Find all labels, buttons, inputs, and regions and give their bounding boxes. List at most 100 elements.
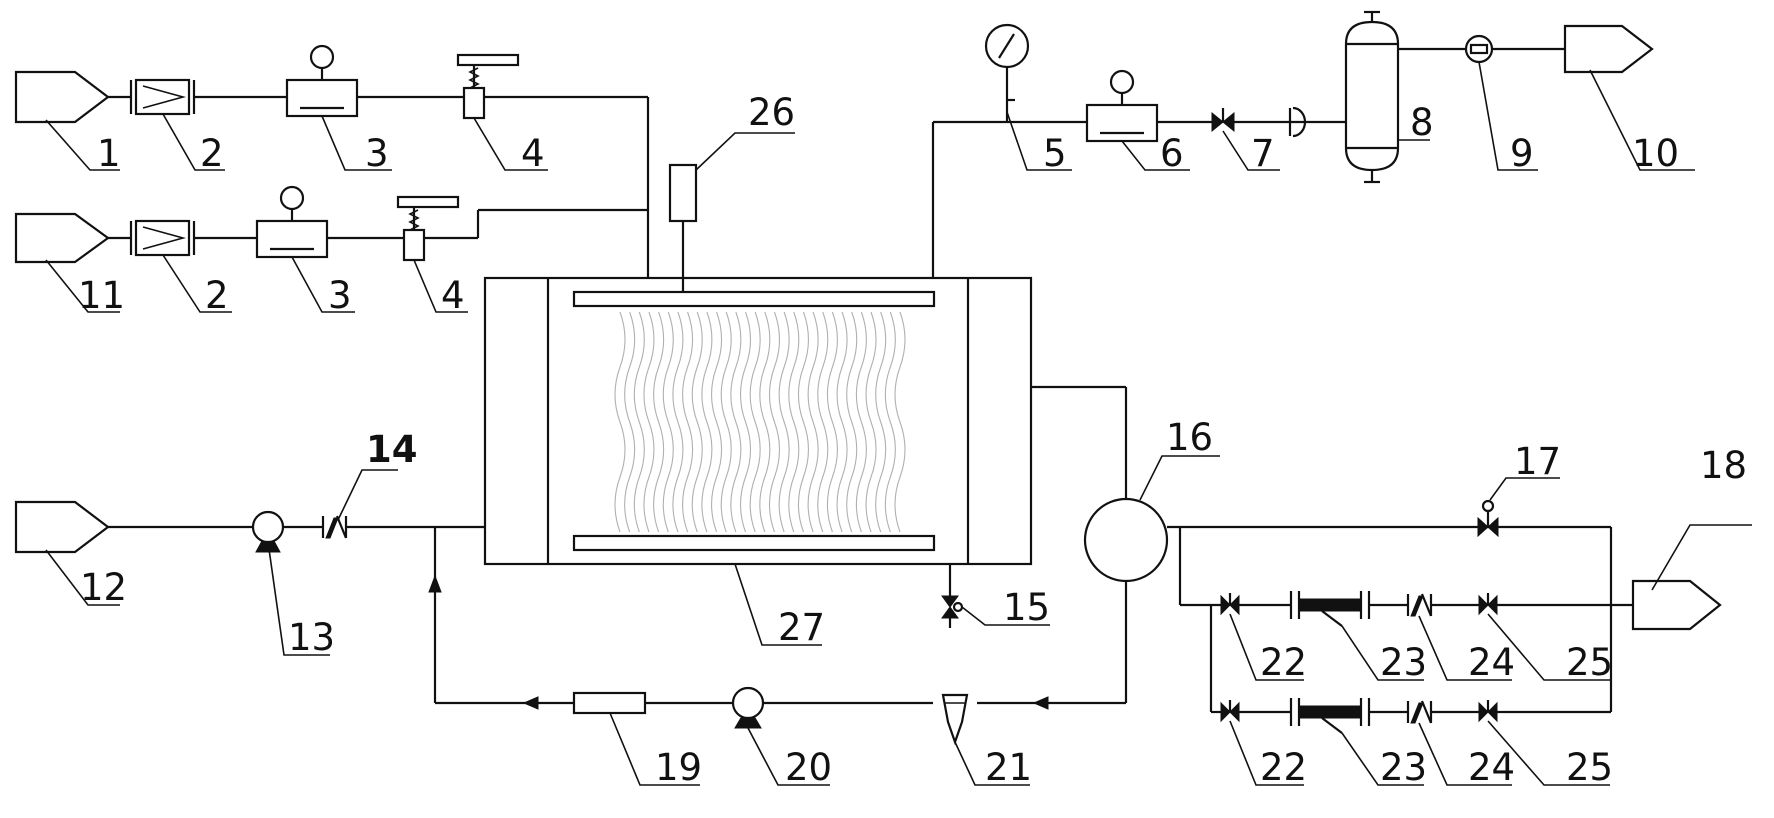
leader-lines xyxy=(45,61,1752,786)
label-1: 1 xyxy=(97,132,121,175)
filter-21 xyxy=(941,693,969,746)
label-19: 19 xyxy=(655,746,702,789)
gas-cylinder-11 xyxy=(14,212,110,264)
label-16: 16 xyxy=(1166,416,1213,459)
label-20: 20 xyxy=(785,746,832,789)
hollow-fiber xyxy=(662,311,674,533)
label-15: 15 xyxy=(1003,586,1050,629)
label-22b: 22 xyxy=(1260,746,1307,789)
label-25b: 25 xyxy=(1566,746,1613,789)
liquid-tank-12 xyxy=(14,500,110,554)
hollow-fiber xyxy=(826,311,838,533)
hollow-fiber xyxy=(720,311,732,533)
hollow-fiber xyxy=(730,311,742,533)
label-3a: 3 xyxy=(365,132,389,175)
valve-22b xyxy=(1220,700,1240,723)
hollow-fiber xyxy=(865,311,877,533)
hollow-fiber xyxy=(817,311,829,533)
pressure-regulator-4b xyxy=(396,195,460,262)
hollow-fiber xyxy=(739,311,752,533)
hollow-fiber xyxy=(836,311,848,533)
hollow-fiber xyxy=(672,311,684,533)
recycle-line xyxy=(428,527,1128,710)
label-26: 26 xyxy=(748,91,795,134)
hollow-fiber-bundle xyxy=(614,311,906,533)
reference-labels: 1 2 3 4 11 2 3 4 26 5 6 7 8 9 10 14 12 1… xyxy=(78,91,1747,789)
collection-tank-18 xyxy=(1631,579,1722,631)
permeate-line xyxy=(931,47,1565,278)
label-7: 7 xyxy=(1251,132,1275,175)
check-valve-24a xyxy=(1406,593,1433,617)
hollow-fiber xyxy=(875,311,887,533)
pressure-gauge-5 xyxy=(984,23,1030,122)
hollow-fiber xyxy=(691,311,703,533)
label-11: 11 xyxy=(78,274,125,317)
label-23a: 23 xyxy=(1380,641,1427,684)
membrane-tube-23a xyxy=(1289,591,1371,627)
check-valve-24b xyxy=(1406,700,1433,724)
drain-valve-15 xyxy=(941,564,964,628)
gas-line-11 xyxy=(108,208,648,240)
outlet-lines xyxy=(1167,525,1633,714)
check-valve-14 xyxy=(321,515,348,539)
feed-pump-13 xyxy=(251,510,285,553)
label-3b: 3 xyxy=(328,274,352,317)
label-13: 13 xyxy=(288,616,335,659)
label-27: 27 xyxy=(778,606,825,649)
hollow-fiber xyxy=(778,311,790,533)
hollow-fiber xyxy=(855,311,867,533)
membrane-tube-23b xyxy=(1289,698,1371,734)
label-4a: 4 xyxy=(521,132,545,175)
label-10: 10 xyxy=(1632,132,1679,175)
retentate-line xyxy=(1031,385,1128,500)
valve-22a xyxy=(1220,593,1240,616)
hollow-fiber xyxy=(807,311,819,533)
label-5: 5 xyxy=(1043,132,1067,175)
label-14: 14 xyxy=(366,428,418,471)
membrane-module-27 xyxy=(483,276,1033,566)
mass-flow-controller-3a xyxy=(285,44,359,118)
heater-19 xyxy=(572,691,647,715)
label-24a: 24 xyxy=(1468,641,1515,684)
hollow-fiber xyxy=(846,311,858,533)
label-17: 17 xyxy=(1514,440,1561,483)
label-12: 12 xyxy=(80,566,127,609)
filter-2a xyxy=(129,78,196,116)
circulation-pump-20 xyxy=(731,686,765,729)
mass-flow-meter-6 xyxy=(1085,69,1159,143)
label-23b: 23 xyxy=(1380,746,1427,789)
sensor-26 xyxy=(668,163,698,292)
hollow-fiber xyxy=(701,311,713,533)
gas-liquid-separator-16 xyxy=(1083,497,1169,583)
label-18: 18 xyxy=(1700,444,1747,487)
hollow-fiber xyxy=(749,311,761,533)
label-6: 6 xyxy=(1160,132,1184,175)
label-4b: 4 xyxy=(441,274,465,317)
label-24b: 24 xyxy=(1468,746,1515,789)
label-2a: 2 xyxy=(200,132,224,175)
gas-line-1 xyxy=(108,95,650,278)
hollow-fiber xyxy=(884,311,896,533)
hollow-fiber xyxy=(768,311,781,533)
label-2b: 2 xyxy=(205,274,229,317)
hollow-fiber xyxy=(797,311,809,533)
label-21: 21 xyxy=(985,746,1032,789)
hollow-fiber xyxy=(759,311,771,533)
hollow-fiber xyxy=(788,311,800,533)
hollow-fiber xyxy=(682,311,694,533)
flow-meter-9 xyxy=(1464,34,1494,64)
hollow-fiber xyxy=(614,311,626,533)
pressure-regulator-4a xyxy=(456,53,520,120)
vent-tank-10 xyxy=(1563,24,1654,74)
label-8: 8 xyxy=(1410,101,1434,144)
valve-17 xyxy=(1477,499,1499,538)
hollow-fiber xyxy=(711,311,723,533)
hollow-fiber xyxy=(643,311,655,533)
label-9: 9 xyxy=(1510,132,1534,175)
mass-flow-controller-3b xyxy=(255,185,329,259)
label-25a: 25 xyxy=(1566,641,1613,684)
hollow-fiber xyxy=(633,311,645,533)
filter-2b xyxy=(129,219,196,257)
separator-vessel-8 xyxy=(1288,10,1400,184)
